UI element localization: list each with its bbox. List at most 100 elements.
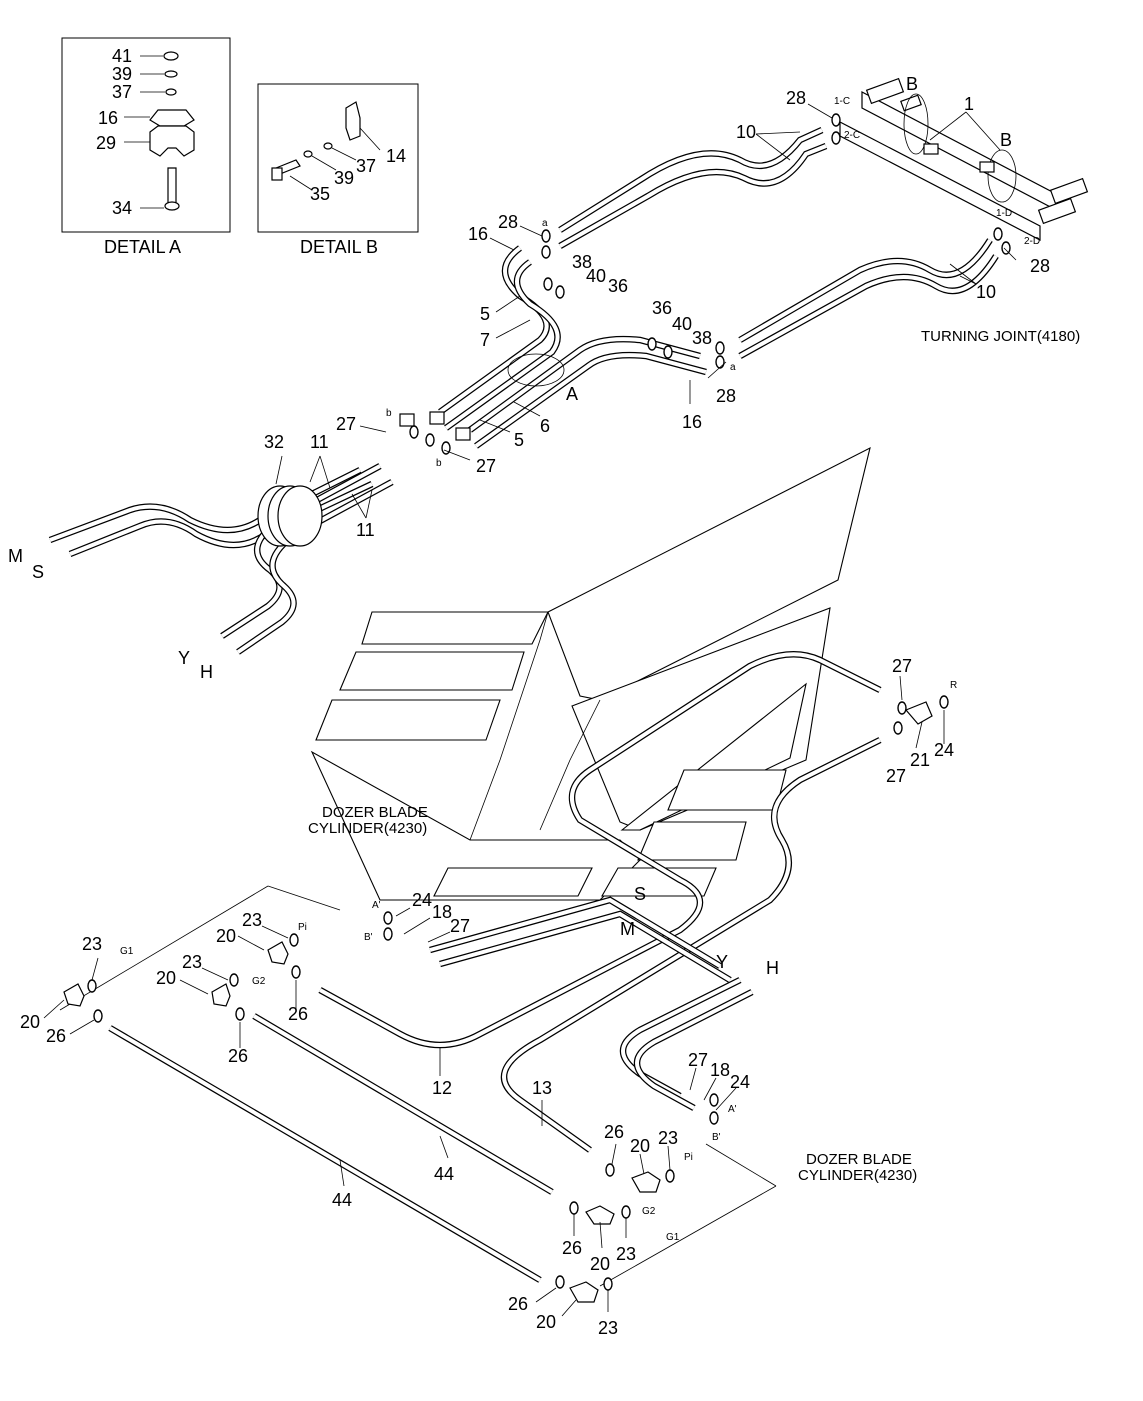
callout-10: 10: [736, 122, 756, 142]
callout-10: 10: [976, 282, 996, 302]
port-1c: 1-C: [834, 96, 850, 107]
callout-20: 20: [536, 1312, 556, 1332]
callout-23: 23: [616, 1244, 636, 1264]
callout-32: 32: [264, 432, 284, 452]
notes: TURNING JOINT(4180) DOZER BLADE CYLINDER…: [308, 328, 1080, 1184]
callout-39: 39: [112, 64, 132, 84]
port-b-prime: B': [712, 1132, 721, 1143]
callout-40: 40: [586, 266, 606, 286]
callout-28: 28: [498, 212, 518, 232]
port-label-m: M: [8, 546, 23, 566]
callout-23: 23: [242, 910, 262, 930]
port-g1: G1: [666, 1232, 680, 1243]
port-letters: B B A M S Y H S M Y H: [8, 74, 1012, 978]
callout-26: 26: [604, 1122, 624, 1142]
callout-5: 5: [514, 430, 524, 450]
callout-23: 23: [598, 1318, 618, 1338]
callout-29: 29: [96, 133, 116, 153]
port-label-m: M: [620, 919, 635, 939]
callout-44: 44: [332, 1190, 352, 1210]
port-g2: G2: [642, 1206, 656, 1217]
callout-14: 14: [386, 146, 406, 166]
left-hose-bundle: [48, 411, 471, 655]
callout-34: 34: [112, 198, 132, 218]
callout-35: 35: [310, 184, 330, 204]
callout-13: 13: [532, 1078, 552, 1098]
port-2c: 2-C: [844, 130, 860, 141]
port-g2: G2: [252, 976, 266, 987]
callout-24: 24: [412, 890, 432, 910]
callout-28: 28: [786, 88, 806, 108]
callout-36: 36: [652, 298, 672, 318]
dozer-right-note-2: CYLINDER(4230): [798, 1167, 917, 1184]
detail-b-labels: 35 39 37 14 DETAIL B: [300, 146, 406, 257]
callout-23: 23: [82, 934, 102, 954]
callout-40: 40: [672, 314, 692, 334]
port-a-prime: A': [372, 900, 381, 911]
callout-leaders: [43, 103, 1017, 1317]
port-label-s: S: [32, 562, 44, 582]
port-pi: Pi: [684, 1152, 693, 1163]
callout-38: 38: [692, 328, 712, 348]
callout-20: 20: [156, 968, 176, 988]
callout-20: 20: [216, 926, 236, 946]
callout-37: 37: [356, 156, 376, 176]
callout-36: 36: [608, 276, 628, 296]
port-label-b: B: [1000, 130, 1012, 150]
callout-12: 12: [432, 1078, 452, 1098]
dozer-left-note-2: CYLINDER(4230): [308, 820, 427, 837]
port-r: R: [950, 680, 957, 691]
lower-frame-outline: [310, 446, 871, 901]
port-label-a: A: [566, 384, 578, 404]
port-g1: G1: [120, 946, 134, 957]
port-2d: 2-D: [1024, 236, 1040, 247]
callout-27: 27: [688, 1050, 708, 1070]
callout-18: 18: [432, 902, 452, 922]
port-label-h: H: [200, 662, 213, 682]
callout-1: 1: [964, 94, 974, 114]
port-label-b: B: [906, 74, 918, 94]
turning-joint-note: TURNING JOINT(4180): [921, 328, 1080, 345]
upper-hose-bundle: [438, 127, 999, 449]
callout-11: 11: [356, 520, 375, 540]
callout-20: 20: [590, 1254, 610, 1274]
callout-numbers: 1 28 10 28 16 38 40 36 5 7 36 40 38 28 1…: [20, 88, 1050, 1338]
port-label-s: S: [634, 884, 646, 904]
mark-a: a: [730, 362, 736, 373]
callout-24: 24: [730, 1072, 750, 1092]
mark-b: b: [436, 458, 442, 469]
callout-20: 20: [630, 1136, 650, 1156]
callout-16: 16: [468, 224, 488, 244]
port-label-y: Y: [716, 952, 728, 972]
callout-37: 37: [112, 82, 132, 102]
port-1d: 1-D: [996, 208, 1012, 219]
callout-28: 28: [716, 386, 736, 406]
callout-21: 21: [910, 750, 930, 770]
callout-27: 27: [450, 916, 470, 936]
callout-23: 23: [182, 952, 202, 972]
callout-44: 44: [434, 1164, 454, 1184]
port-pi: Pi: [298, 922, 307, 933]
callout-26: 26: [288, 1004, 308, 1024]
callout-39: 39: [334, 168, 354, 188]
callout-5: 5: [480, 304, 490, 324]
dozer-left-note-1: DOZER BLADE: [322, 804, 428, 821]
callout-27: 27: [886, 766, 906, 786]
callout-26: 26: [228, 1046, 248, 1066]
port-a-prime: A': [728, 1104, 737, 1115]
callout-24: 24: [934, 740, 954, 760]
callout-20: 20: [20, 1012, 40, 1032]
callout-41: 41: [112, 46, 132, 66]
callout-27: 27: [892, 656, 912, 676]
mark-b: b: [386, 408, 392, 419]
port-label-y: Y: [178, 648, 190, 668]
callout-16: 16: [98, 108, 118, 128]
callout-16: 16: [682, 412, 702, 432]
callout-26: 26: [46, 1026, 66, 1046]
small-port-labels: 1-C 2-C 1-D 2-D a a b b R A' B' Pi G1 G2…: [120, 96, 1040, 1243]
turning-joint-manifold: [839, 77, 1089, 241]
callout-27: 27: [476, 456, 496, 476]
callout-18: 18: [710, 1060, 730, 1080]
callout-6: 6: [540, 416, 550, 436]
